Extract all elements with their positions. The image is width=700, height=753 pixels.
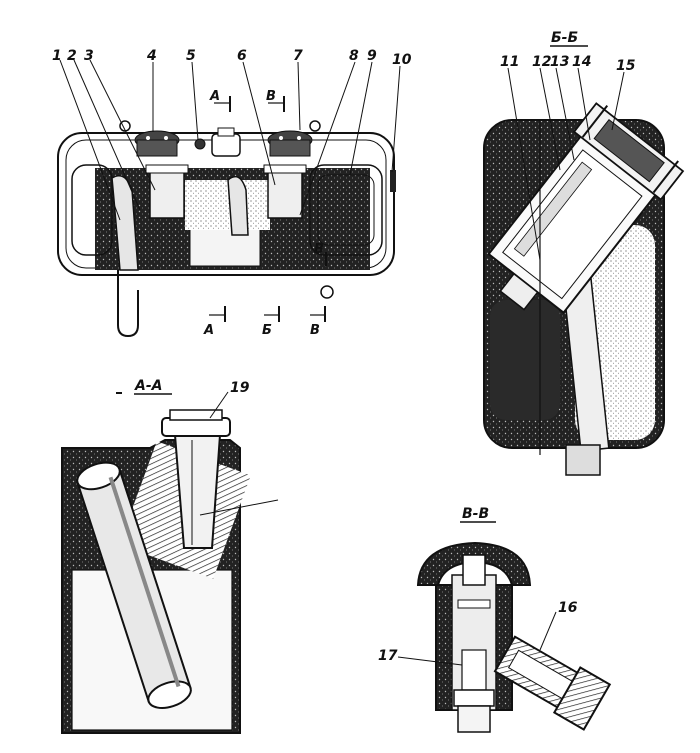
callout-17: 17 [378,648,398,664]
section-bb-view [483,102,685,476]
section-mark-a-top: А [209,89,220,104]
section-vv-view [416,541,612,733]
section-title-aa: А-А [134,378,162,394]
section-arrows [209,96,327,322]
callout-4: 4 [146,48,157,64]
callout-5: 5 [186,48,196,64]
callout-7: 7 [293,48,303,64]
callout-2: 2 [67,48,77,64]
callout-11: 11 [500,54,519,70]
section-mark-v-top: В [266,89,276,104]
section-aa-view [61,409,251,734]
section-title-vv: В-В [462,506,489,522]
callout-14: 14 [572,54,591,70]
callout-1: 1 [52,48,62,64]
section-mark-v-side: В [314,242,324,257]
callout-6: 6 [237,48,247,64]
callout-3: 3 [84,48,94,64]
section-title-bb: Б-Б [551,30,578,46]
callout-19: 19 [230,380,250,396]
section-mark-b-bottom: Б [262,323,272,338]
section-mark-a-bottom: А [203,323,214,338]
callout-8: 8 [349,48,359,64]
callout-13: 13 [550,54,569,70]
callout-9: 9 [367,48,377,64]
callout-12: 12 [532,54,551,70]
callout-15: 15 [616,58,636,74]
section-bb-leaders [507,67,625,261]
section-mark-v-bottom: В [310,323,320,338]
tank-main-view [57,120,396,338]
main-view-leaders [59,59,401,221]
callout-16: 16 [558,600,578,616]
callout-10: 10 [392,52,412,68]
